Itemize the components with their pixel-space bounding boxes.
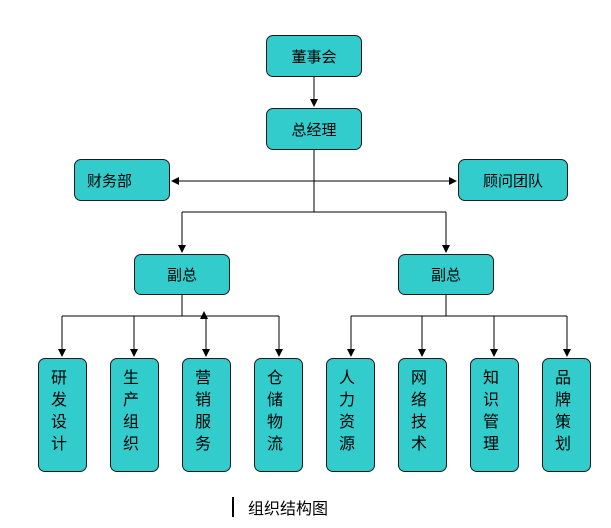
node-knowledge-label: 知识管理 — [483, 368, 500, 453]
caption-text: 组织结构图 — [248, 499, 329, 518]
node-vp-left: 副总 — [134, 254, 230, 295]
node-finance: 财务部 — [74, 159, 170, 201]
node-marketing: 营销服务 — [182, 358, 231, 472]
node-logistics-label: 仓储物流 — [267, 368, 284, 453]
node-network: 网络技术 — [398, 358, 447, 472]
node-vp-right: 副总 — [398, 254, 494, 295]
node-production: 生产组织 — [110, 358, 159, 472]
node-hr-label: 人力资源 — [339, 368, 356, 453]
node-logistics: 仓储物流 — [254, 358, 303, 472]
node-vp-right-label: 副总 — [430, 266, 461, 284]
diagram-caption: 组织结构图 — [232, 496, 328, 518]
node-network-label: 网络技术 — [411, 368, 428, 453]
node-rd-label: 研发设计 — [51, 368, 68, 453]
node-marketing-label: 营销服务 — [195, 368, 212, 453]
node-finance-label: 财务部 — [87, 171, 133, 190]
node-knowledge: 知识管理 — [470, 358, 519, 472]
caption-bar — [232, 497, 234, 517]
node-hr: 人力资源 — [326, 358, 375, 472]
node-brand-label: 品牌策划 — [555, 368, 572, 453]
node-board: 董事会 — [266, 35, 362, 77]
node-gm-label: 总经理 — [291, 120, 337, 139]
node-brand: 品牌策划 — [542, 358, 591, 472]
node-advisors: 顾问团队 — [458, 159, 568, 201]
node-general-manager: 总经理 — [266, 108, 362, 150]
node-vp-left-label: 副总 — [166, 266, 197, 284]
node-advisors-label: 顾问团队 — [482, 171, 543, 190]
node-production-label: 生产组织 — [123, 368, 140, 453]
node-rd: 研发设计 — [38, 358, 87, 472]
node-board-label: 董事会 — [291, 47, 337, 66]
